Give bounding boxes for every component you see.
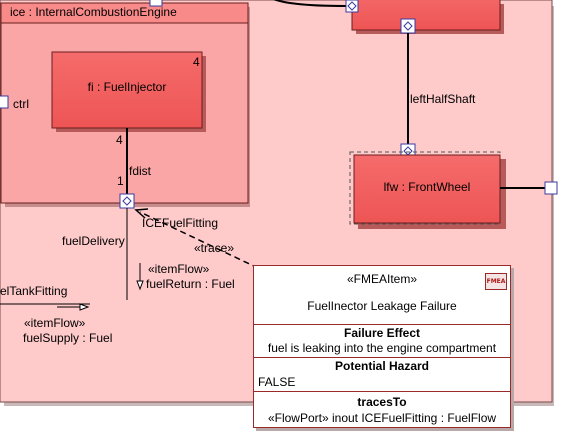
potential-hazard-heading: Potential Hazard — [334, 359, 430, 373]
fuel-supply-label: fuelSupply : Fuel — [23, 331, 113, 345]
upper-part[interactable] — [351, 0, 501, 31]
ice-fuel-fitting-label: ICEFuelFitting — [142, 216, 219, 230]
fdist-multiplicity-bottom: 1 — [117, 174, 124, 188]
fmea-item-note[interactable]: FMEA «FMEAItem» FuelInector Leakage Fail… — [253, 265, 511, 428]
upper-part-left-port-icon — [347, 1, 357, 11]
traces-to-heading: tracesTo — [357, 395, 407, 409]
left-half-shaft-label: leftHalfShaft — [410, 92, 476, 106]
fmea-stereotype: «FMEAItem» — [346, 272, 418, 286]
fmea-icon-text: FMEA — [486, 278, 506, 285]
ice-fuel-fitting-port[interactable] — [119, 193, 135, 209]
ice-fuel-fitting-port-icon — [122, 196, 132, 206]
fuel-injector-label: fi : FuelInjector — [87, 80, 167, 94]
fuel-supply-flow-arrow — [79, 303, 90, 311]
top-edge-port[interactable] — [149, 0, 163, 7]
fuel-return-stereotype: «itemFlow» — [148, 262, 210, 276]
ice-title: ice : InternalCombustionEngine — [10, 5, 177, 19]
fmea-failure-effect-section: Failure Effect fuel is leaking into the … — [254, 324, 510, 355]
upper-part-left-port[interactable] — [345, 0, 359, 13]
fmea-icon: FMEA — [485, 273, 507, 290]
front-wheel-label: lfw : FrontWheel — [383, 180, 471, 194]
traces-to-value: «FlowPort» inout ICEFuelFitting : FuelFl… — [267, 411, 497, 425]
trace-arrowhead — [134, 208, 149, 219]
fuel-return-flow-arrow — [136, 280, 144, 291]
failure-effect-value: fuel is leaking into the engine compartm… — [267, 341, 497, 355]
shaft-top-port[interactable] — [400, 18, 416, 34]
fuel-injector-part[interactable] — [51, 51, 203, 129]
fdist-label: fdist — [129, 164, 152, 178]
fuel-tank-fitting-label: elTankFitting — [0, 284, 68, 298]
fuel-delivery-label: fuelDelivery — [62, 234, 125, 248]
ctrl-port-label: ctrl — [13, 97, 29, 111]
fmea-potential-hazard-section: Potential Hazard FALSE — [254, 357, 510, 389]
trace-dependency[interactable] — [139, 211, 259, 269]
potential-hazard-value: FALSE — [258, 375, 296, 389]
shaft-top-port-icon — [403, 21, 413, 31]
fi-multiplicity: 4 — [193, 55, 200, 69]
right-edge-port[interactable] — [544, 181, 558, 195]
fdist-multiplicity-top: 4 — [116, 133, 123, 147]
trace-label: «trace» — [194, 241, 235, 255]
fuel-return-label: fuelReturn : Fuel — [146, 277, 235, 291]
fuel-supply-stereotype: «itemFlow» — [24, 316, 86, 330]
fmea-traces-to-section: tracesTo «FlowPort» inout ICEFuelFitting… — [254, 391, 510, 425]
upper-left-connector[interactable] — [268, 0, 347, 7]
ice-title-bar — [0, 2, 249, 24]
fmea-name: FuelInector Leakage Failure — [307, 299, 457, 313]
failure-effect-heading: Failure Effect — [343, 326, 421, 340]
front-wheel-part[interactable] — [353, 154, 501, 224]
ctrl-port[interactable] — [0, 95, 9, 109]
